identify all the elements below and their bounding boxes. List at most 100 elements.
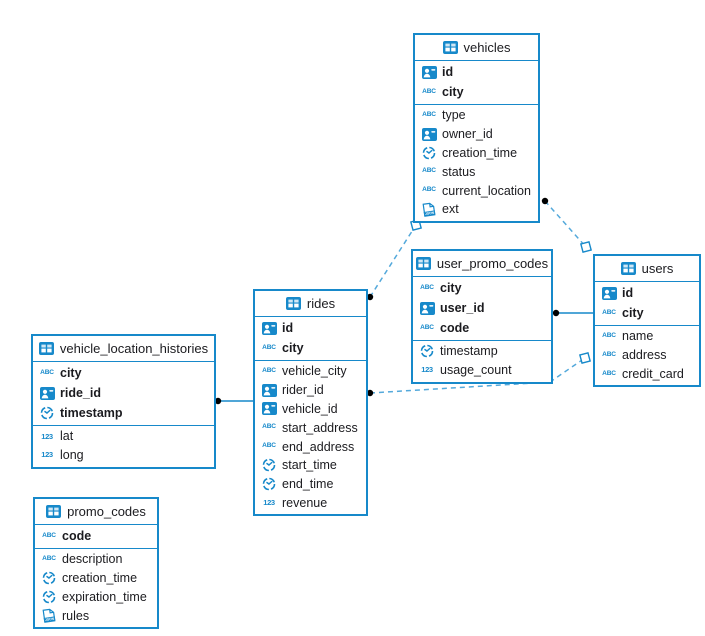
json-icon: JSON [420, 202, 438, 217]
text-icon: ABC [262, 423, 276, 431]
clock-icon [260, 477, 278, 491]
field-name: id [622, 286, 634, 300]
field-row-ride_id[interactable]: ride_id [33, 383, 214, 403]
field-row-id[interactable]: id [595, 283, 699, 303]
table-icon [415, 257, 431, 270]
field-row-current_location[interactable]: ABC current_location [415, 181, 538, 200]
number-icon: 123 [41, 431, 53, 441]
clock-icon [420, 146, 438, 160]
table-header[interactable]: user_promo_codes [413, 251, 551, 277]
field-row-id[interactable]: id [255, 318, 366, 338]
id-badge-icon [38, 386, 56, 400]
text-icon: ABC [602, 350, 616, 358]
field-name: rider_id [282, 383, 324, 398]
field-row-status[interactable]: ABC status [415, 162, 538, 181]
field-name: city [282, 341, 304, 355]
field-name: ride_id [60, 386, 101, 400]
field-row-rider_id[interactable]: rider_id [255, 381, 366, 400]
table-icon [285, 297, 301, 310]
field-name: current_location [442, 183, 531, 198]
table-icon [442, 41, 458, 54]
field-name: address [622, 348, 667, 363]
text-icon: ABC [420, 283, 434, 291]
field-name: type [442, 108, 466, 123]
field-row-user_id[interactable]: user_id [413, 298, 551, 318]
field-row-creation_time[interactable]: creation_time [35, 569, 157, 588]
field-row-id[interactable]: id [415, 62, 538, 82]
field-name: creation_time [62, 571, 138, 586]
field-row-city[interactable]: ABC city [595, 303, 699, 323]
table-icon [46, 505, 62, 518]
table-title: vehicle_location_histories [59, 341, 209, 356]
field-row-expiration_time[interactable]: expiration_time [35, 588, 157, 607]
field-row-vehicle_id[interactable]: vehicle_id [255, 400, 366, 419]
table-header[interactable]: users [595, 256, 699, 282]
field-name: id [282, 321, 294, 335]
field-name: owner_id [442, 127, 493, 142]
field-row-timestamp[interactable]: timestamp [33, 403, 214, 423]
cardinality-dot-marker [366, 293, 374, 301]
table-header[interactable]: vehicle_location_histories [33, 336, 214, 362]
field-row-lat[interactable]: 123 lat [33, 427, 214, 446]
field-name: id [442, 65, 454, 79]
field-name: lat [60, 429, 74, 444]
text-icon: ABC [422, 167, 436, 175]
field-row-city[interactable]: ABC city [33, 363, 214, 383]
table-header[interactable]: promo_codes [35, 499, 157, 525]
field-name: vehicle_id [282, 401, 338, 416]
field-row-creation_time[interactable]: creation_time [415, 144, 538, 163]
field-name: city [622, 306, 644, 320]
text-icon: ABC [602, 332, 616, 340]
field-row-end_time[interactable]: end_time [255, 475, 366, 494]
field-name: user_id [440, 301, 485, 315]
field-name: name [622, 329, 654, 344]
text-icon: ABC [602, 369, 616, 377]
text-icon: ABC [602, 308, 616, 316]
json-icon: JSON [40, 608, 58, 624]
field-name: code [62, 529, 92, 543]
table-header[interactable]: vehicles [415, 35, 538, 61]
field-row-name[interactable]: ABC name [595, 327, 699, 346]
text-icon: ABC [422, 186, 436, 194]
id-badge-icon [260, 321, 278, 335]
primary-key-section: ABC city ride_id timestamp [33, 362, 214, 426]
table-header[interactable]: rides [255, 291, 366, 317]
field-row-owner_id[interactable]: owner_id [415, 125, 538, 144]
field-row-address[interactable]: ABC address [595, 346, 699, 365]
field-row-timestamp[interactable]: timestamp [413, 342, 551, 361]
id-badge-icon [260, 383, 278, 397]
field-name: status [442, 164, 476, 179]
field-row-start_time[interactable]: start_time [255, 456, 366, 475]
text-icon: ABC [420, 323, 434, 331]
text-icon: ABC [40, 368, 54, 376]
field-name: city [60, 366, 82, 380]
